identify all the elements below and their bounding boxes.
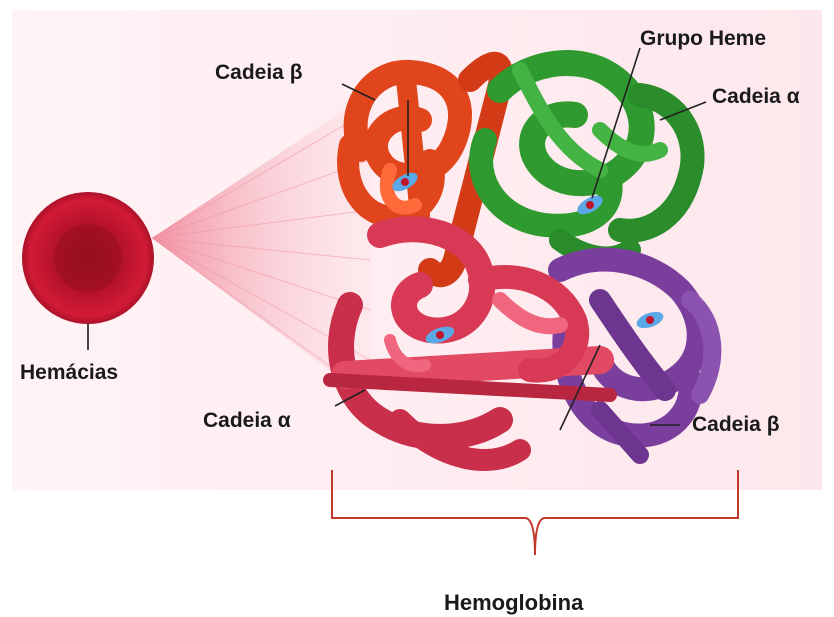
label-beta-chain-top: Cadeia β <box>215 62 303 83</box>
label-heme-group: Grupo Heme <box>640 28 766 49</box>
label-beta-chain-bottom: Cadeia β <box>692 414 780 435</box>
label-red-blood-cells: Hemácias <box>20 362 118 383</box>
label-alpha-chain-top: Cadeia α <box>712 86 800 107</box>
label-hemoglobin: Hemoglobina <box>444 592 583 614</box>
label-alpha-chain-bottom: Cadeia α <box>203 410 291 431</box>
